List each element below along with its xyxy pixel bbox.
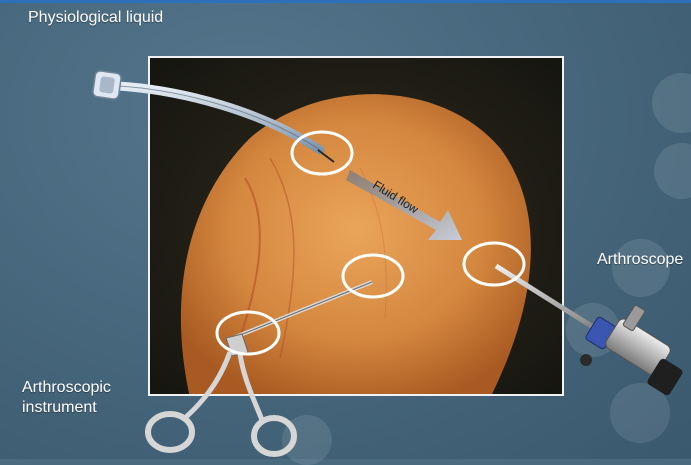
fluid-flow-arrow: Fluid flow (346, 170, 462, 240)
instrument-ring-right (254, 418, 294, 454)
instrument-ring-left (148, 414, 192, 450)
arthroscopic-instrument-label: Arthroscopic instrument (22, 378, 152, 418)
cannula-needle (318, 150, 334, 162)
arthroscope-label: Arthroscope (597, 250, 683, 270)
arthroscope-shaft (496, 266, 604, 334)
arthroscopic-instrument-label-line2: instrument (22, 398, 152, 418)
arthroscope-icon (496, 266, 684, 397)
instrument-handle-left (185, 352, 230, 418)
physiological-liquid-label: Physiological liquid (28, 8, 163, 28)
cannula-tube (118, 86, 320, 150)
cannula-tube-edge (118, 86, 320, 150)
portal-circle-instrument (343, 255, 403, 297)
arthroscope-port (623, 305, 646, 332)
cannula-connector-core (99, 76, 115, 94)
scissors-icon (148, 282, 372, 454)
instrument-handle-right (240, 354, 262, 420)
arthroscope-valve (580, 354, 592, 366)
arthroscopic-instrument-label-line1: Arthroscopic (22, 378, 152, 398)
portal-circle-arthroscope (464, 243, 524, 285)
portal-circles (217, 132, 524, 354)
cannula-icon (92, 70, 334, 162)
